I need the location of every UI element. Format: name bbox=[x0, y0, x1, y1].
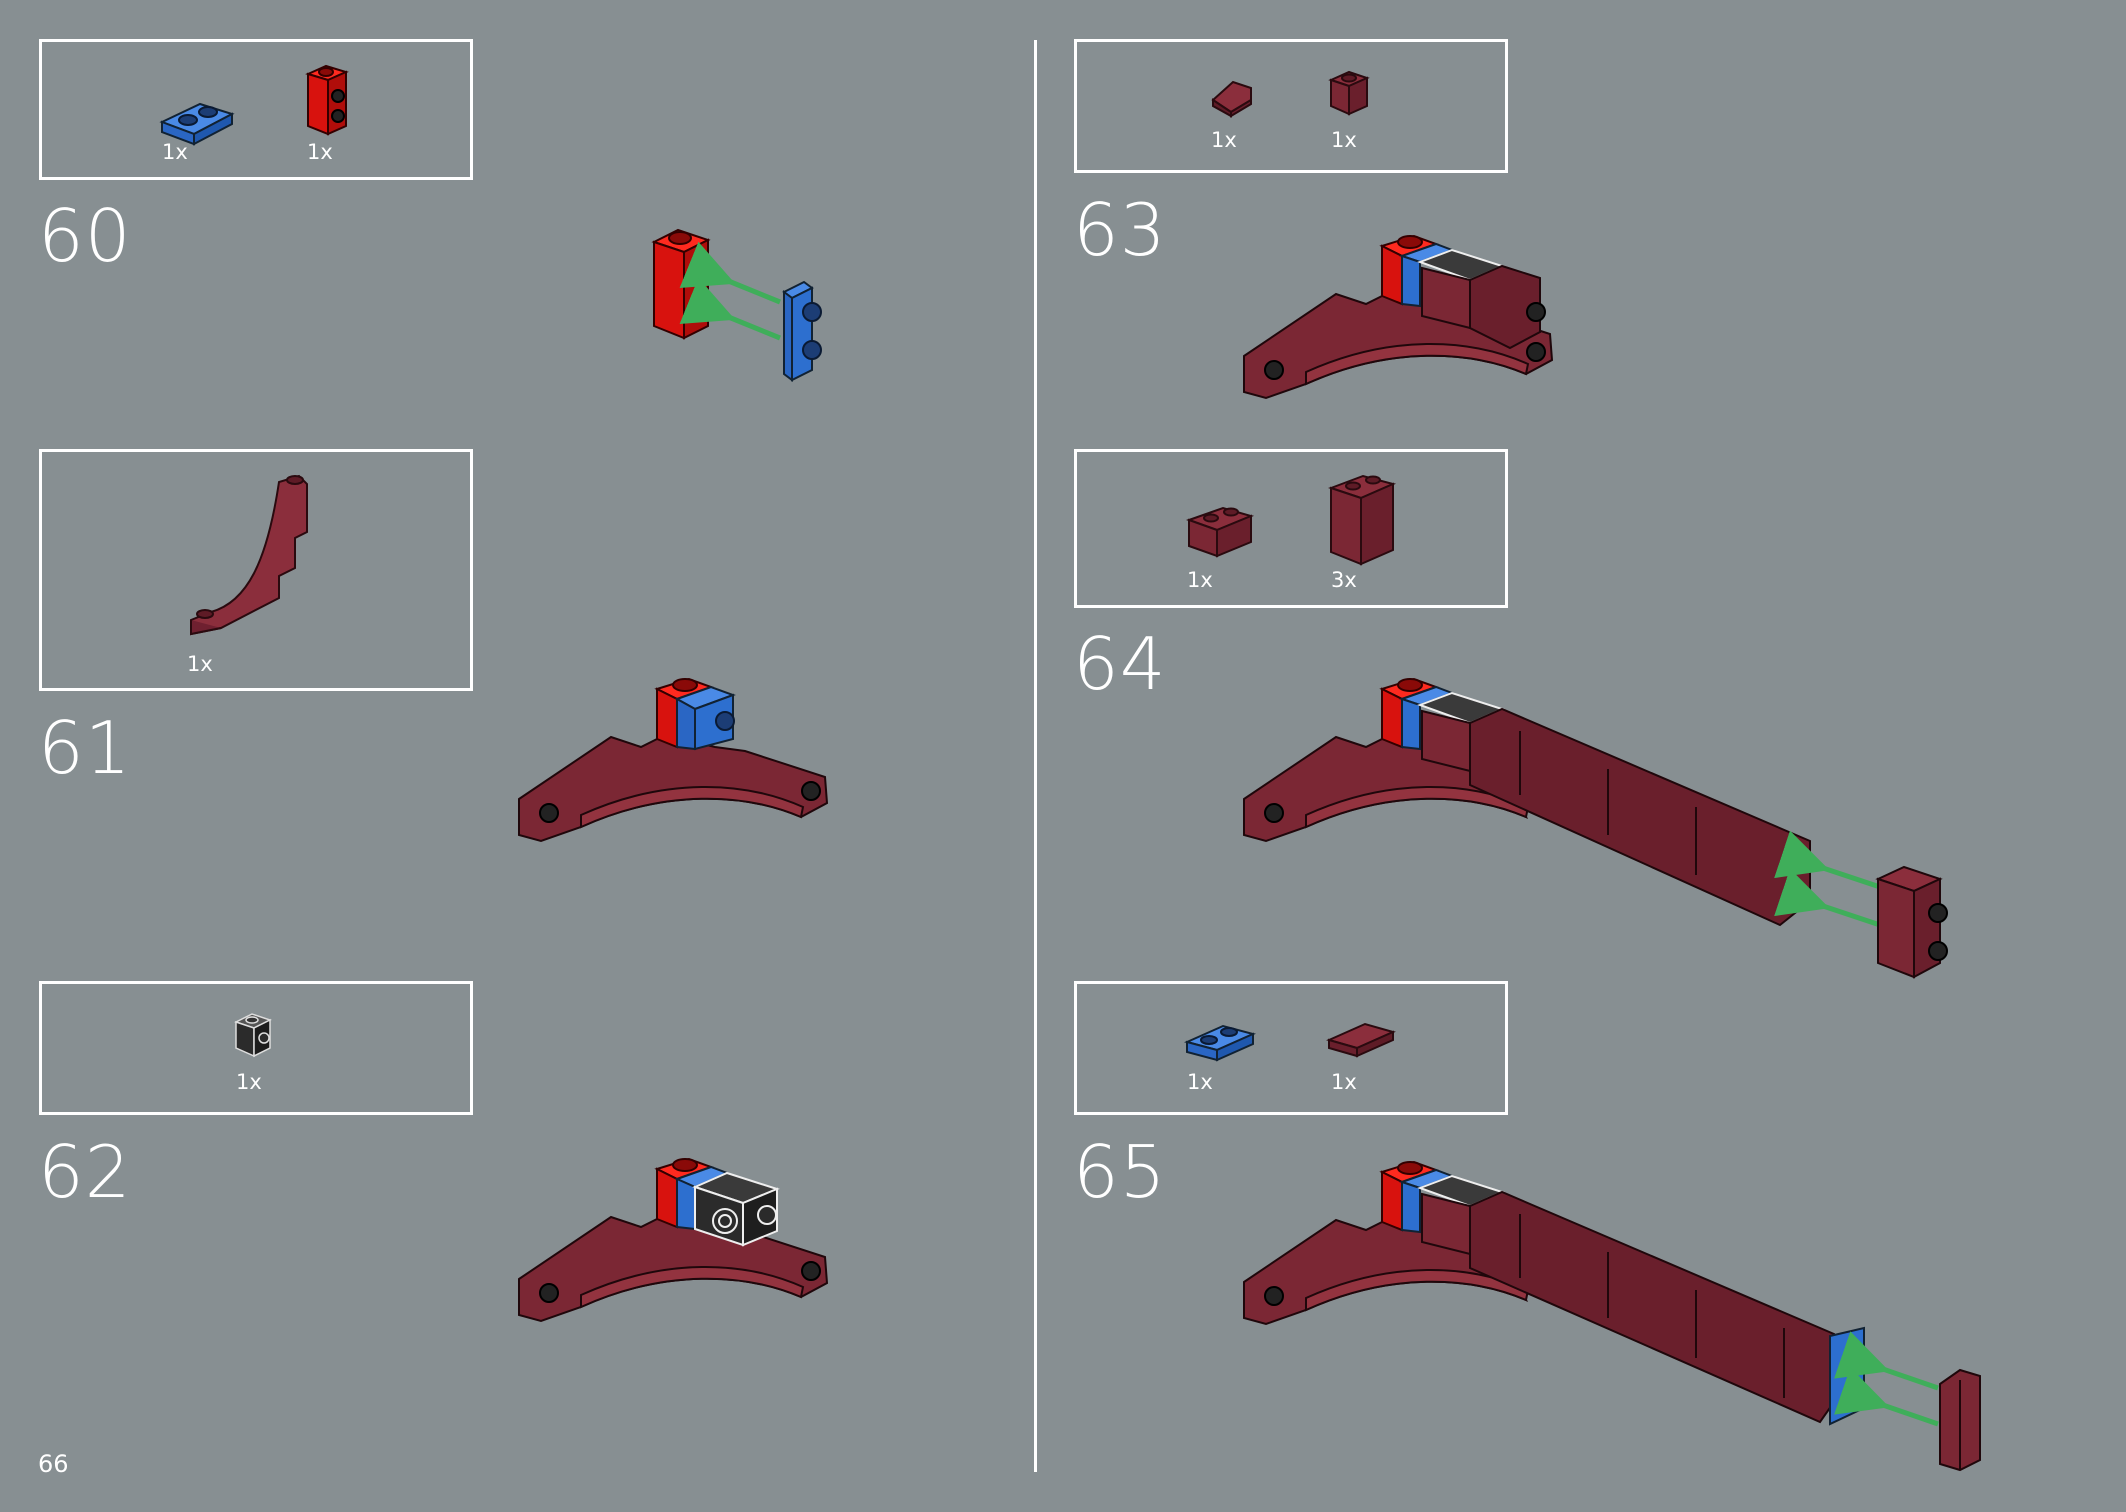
part-qty: 1x bbox=[1331, 1070, 1357, 1094]
step-number: 61 bbox=[38, 706, 132, 790]
part-qty: 1x bbox=[162, 140, 188, 164]
step-60-assembly-illustration bbox=[651, 228, 822, 382]
step-64-assembly-illustration bbox=[1243, 677, 1948, 979]
dark-red-slope-icon bbox=[1211, 80, 1252, 118]
part-qty: 1x bbox=[187, 652, 213, 676]
parts-callout-step-63: 1x 1x bbox=[1074, 39, 1508, 173]
step-61-assembly-illustration bbox=[518, 677, 829, 843]
dark-red-1x2x2-brick-icon bbox=[1328, 474, 1397, 566]
blue-1x2-plate-icon bbox=[1184, 1024, 1256, 1062]
step-number: 60 bbox=[38, 194, 132, 278]
part-qty: 1x bbox=[1331, 128, 1357, 152]
parts-callout-step-65: 1x 1x bbox=[1074, 981, 1508, 1115]
parts-callout-step-61: 1x bbox=[39, 449, 473, 691]
step-number: 63 bbox=[1073, 188, 1167, 272]
step-62-assembly-illustration bbox=[518, 1157, 829, 1323]
dark-red-1x2-brick-icon bbox=[1186, 506, 1255, 558]
parts-callout-step-60: 1x 1x bbox=[39, 39, 473, 180]
red-1x1x2-brick-studs-side-icon bbox=[305, 64, 349, 136]
step-63-assembly-illustration bbox=[1243, 234, 1554, 400]
black-1x1-brick-stud-side-icon bbox=[234, 1013, 272, 1058]
dark-red-1x1-brick-icon bbox=[1328, 70, 1370, 116]
step-number: 64 bbox=[1073, 622, 1167, 706]
step-number: 62 bbox=[38, 1130, 132, 1214]
part-qty: 1x bbox=[236, 1070, 262, 1094]
part-qty: 1x bbox=[1211, 128, 1237, 152]
parts-callout-step-64: 1x 3x bbox=[1074, 449, 1508, 608]
blue-1x2-plate-icon bbox=[159, 102, 235, 146]
step-65-assembly-illustration bbox=[1243, 1160, 1981, 1472]
dark-red-arch-curve-icon bbox=[190, 474, 308, 636]
page-divider bbox=[1034, 40, 1037, 1472]
part-qty: 1x bbox=[307, 140, 333, 164]
parts-callout-step-62: 1x bbox=[39, 981, 473, 1115]
part-qty: 1x bbox=[1187, 568, 1213, 592]
page-number: 66 bbox=[38, 1450, 69, 1478]
dark-red-1x2-tile-icon bbox=[1326, 1022, 1396, 1058]
part-qty: 3x bbox=[1331, 568, 1357, 592]
step-number: 65 bbox=[1073, 1130, 1167, 1214]
part-qty: 1x bbox=[1187, 1070, 1213, 1094]
